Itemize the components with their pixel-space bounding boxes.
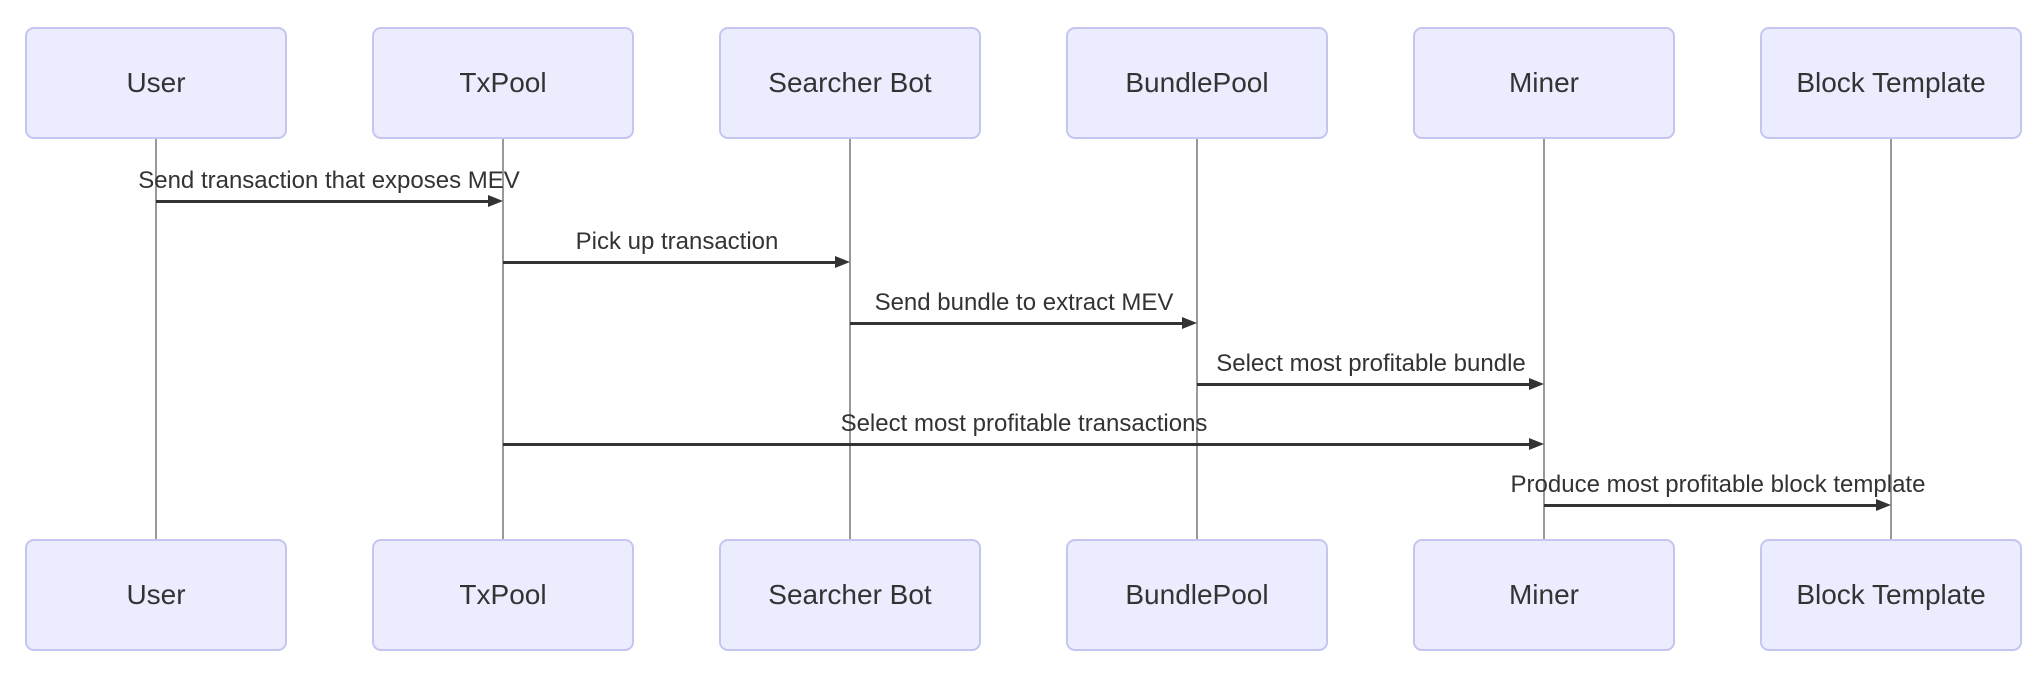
actor-box-bundlepool-bottom: BundlePool: [1066, 539, 1328, 651]
arrowhead-icon: [1529, 438, 1544, 450]
arrowhead-icon: [835, 256, 850, 268]
actor-box-user-bottom: User: [25, 539, 287, 651]
actor-label-bundlepool: BundlePool: [1125, 67, 1269, 98]
actor-label-txpool: TxPool: [459, 579, 547, 610]
actor-label-searcher-bot: Searcher Bot: [768, 67, 932, 98]
actor-label-miner: Miner: [1508, 67, 1579, 98]
arrowhead-icon: [1876, 499, 1891, 511]
message-label-send-transaction: Send transaction that exposes MEV: [138, 167, 520, 194]
message-arrow-line: [156, 199, 490, 203]
actor-box-user-top: User: [25, 27, 287, 139]
arrowhead-icon: [488, 195, 503, 207]
actor-label-user: User: [126, 579, 186, 610]
actor-label-txpool: TxPool: [459, 67, 547, 98]
actor-box-searcher-bot-top: Searcher Bot: [719, 27, 981, 139]
actor-box-txpool-top: TxPool: [372, 27, 634, 139]
actor-label-user: User: [126, 67, 186, 98]
actor-box-miner-top: Miner: [1413, 27, 1675, 139]
lifeline-txpool: [502, 139, 504, 539]
actor-box-miner-bottom: Miner: [1413, 539, 1675, 651]
message-arrow-line: [1544, 503, 1878, 507]
message-arrow-line: [850, 321, 1184, 325]
message-arrow-line: [503, 442, 1531, 446]
actor-box-txpool-bottom: TxPool: [372, 539, 634, 651]
message-label-pick-up-transaction: Pick up transaction: [575, 228, 779, 255]
message-arrow-line: [1197, 382, 1531, 386]
message-label-select-bundle: Select most profitable bundle: [1216, 350, 1526, 377]
arrowhead-icon: [1182, 317, 1197, 329]
message-label-send-bundle: Send bundle to extract MEV: [874, 289, 1174, 316]
lifeline-miner: [1543, 139, 1545, 539]
actor-label-miner: Miner: [1508, 579, 1579, 610]
arrowhead-icon: [1529, 378, 1544, 390]
actor-box-bundlepool-top: BundlePool: [1066, 27, 1328, 139]
actor-label-block-template: Block Template: [1796, 67, 1986, 98]
message-label-select-transactions: Select most profitable transactions: [840, 410, 1208, 437]
lifeline-bundlepool: [1196, 139, 1198, 539]
actor-label-bundlepool: BundlePool: [1125, 579, 1269, 610]
lifeline-block-template: [1890, 139, 1892, 539]
lifeline-searcher-bot: [849, 139, 851, 539]
message-label-produce-block-template: Produce most profitable block template: [1510, 471, 1926, 498]
actor-box-block-template-top: Block Template: [1760, 27, 2022, 139]
lifeline-user: [155, 139, 157, 539]
actor-label-searcher-bot: Searcher Bot: [768, 579, 932, 610]
message-arrow-line: [503, 260, 837, 264]
actor-box-searcher-bot-bottom: Searcher Bot: [719, 539, 981, 651]
actor-label-block-template: Block Template: [1796, 579, 1986, 610]
actor-box-block-template-bottom: Block Template: [1760, 539, 2022, 651]
